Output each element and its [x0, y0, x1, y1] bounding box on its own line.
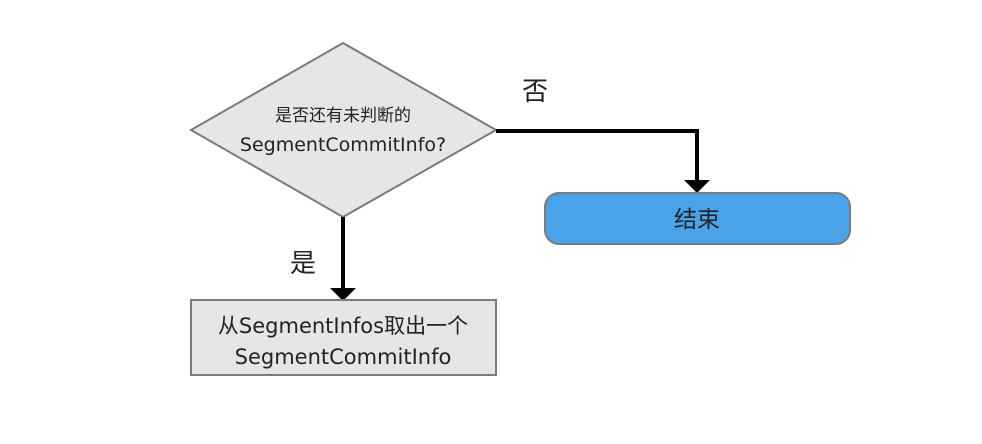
decision-text-line1: 是否还有未判断的: [275, 106, 411, 126]
decision-text-line2: SegmentCommitInfo?: [240, 134, 446, 156]
process-node: 从SegmentInfos取出一个 SegmentCommitInfo: [190, 299, 497, 376]
edge-no: 否: [496, 77, 710, 193]
edge-yes-arrowhead: [330, 288, 356, 301]
edge-yes: 是: [290, 217, 356, 301]
end-node: 结束: [544, 192, 851, 245]
end-label: 结束: [674, 207, 720, 233]
decision-node: 是否还有未判断的 SegmentCommitInfo?: [188, 41, 499, 219]
process-text-line1: 从SegmentInfos取出一个: [218, 314, 468, 338]
process-text-line2: SegmentCommitInfo: [235, 345, 452, 369]
edge-yes-label: 是: [290, 249, 316, 279]
edge-no-arrowhead: [684, 180, 710, 193]
edge-no-line: [496, 129, 699, 182]
end-terminator: [544, 192, 851, 245]
decision-diamond: [188, 41, 499, 219]
process-box: [190, 299, 497, 376]
edge-no-label: 否: [522, 77, 548, 107]
